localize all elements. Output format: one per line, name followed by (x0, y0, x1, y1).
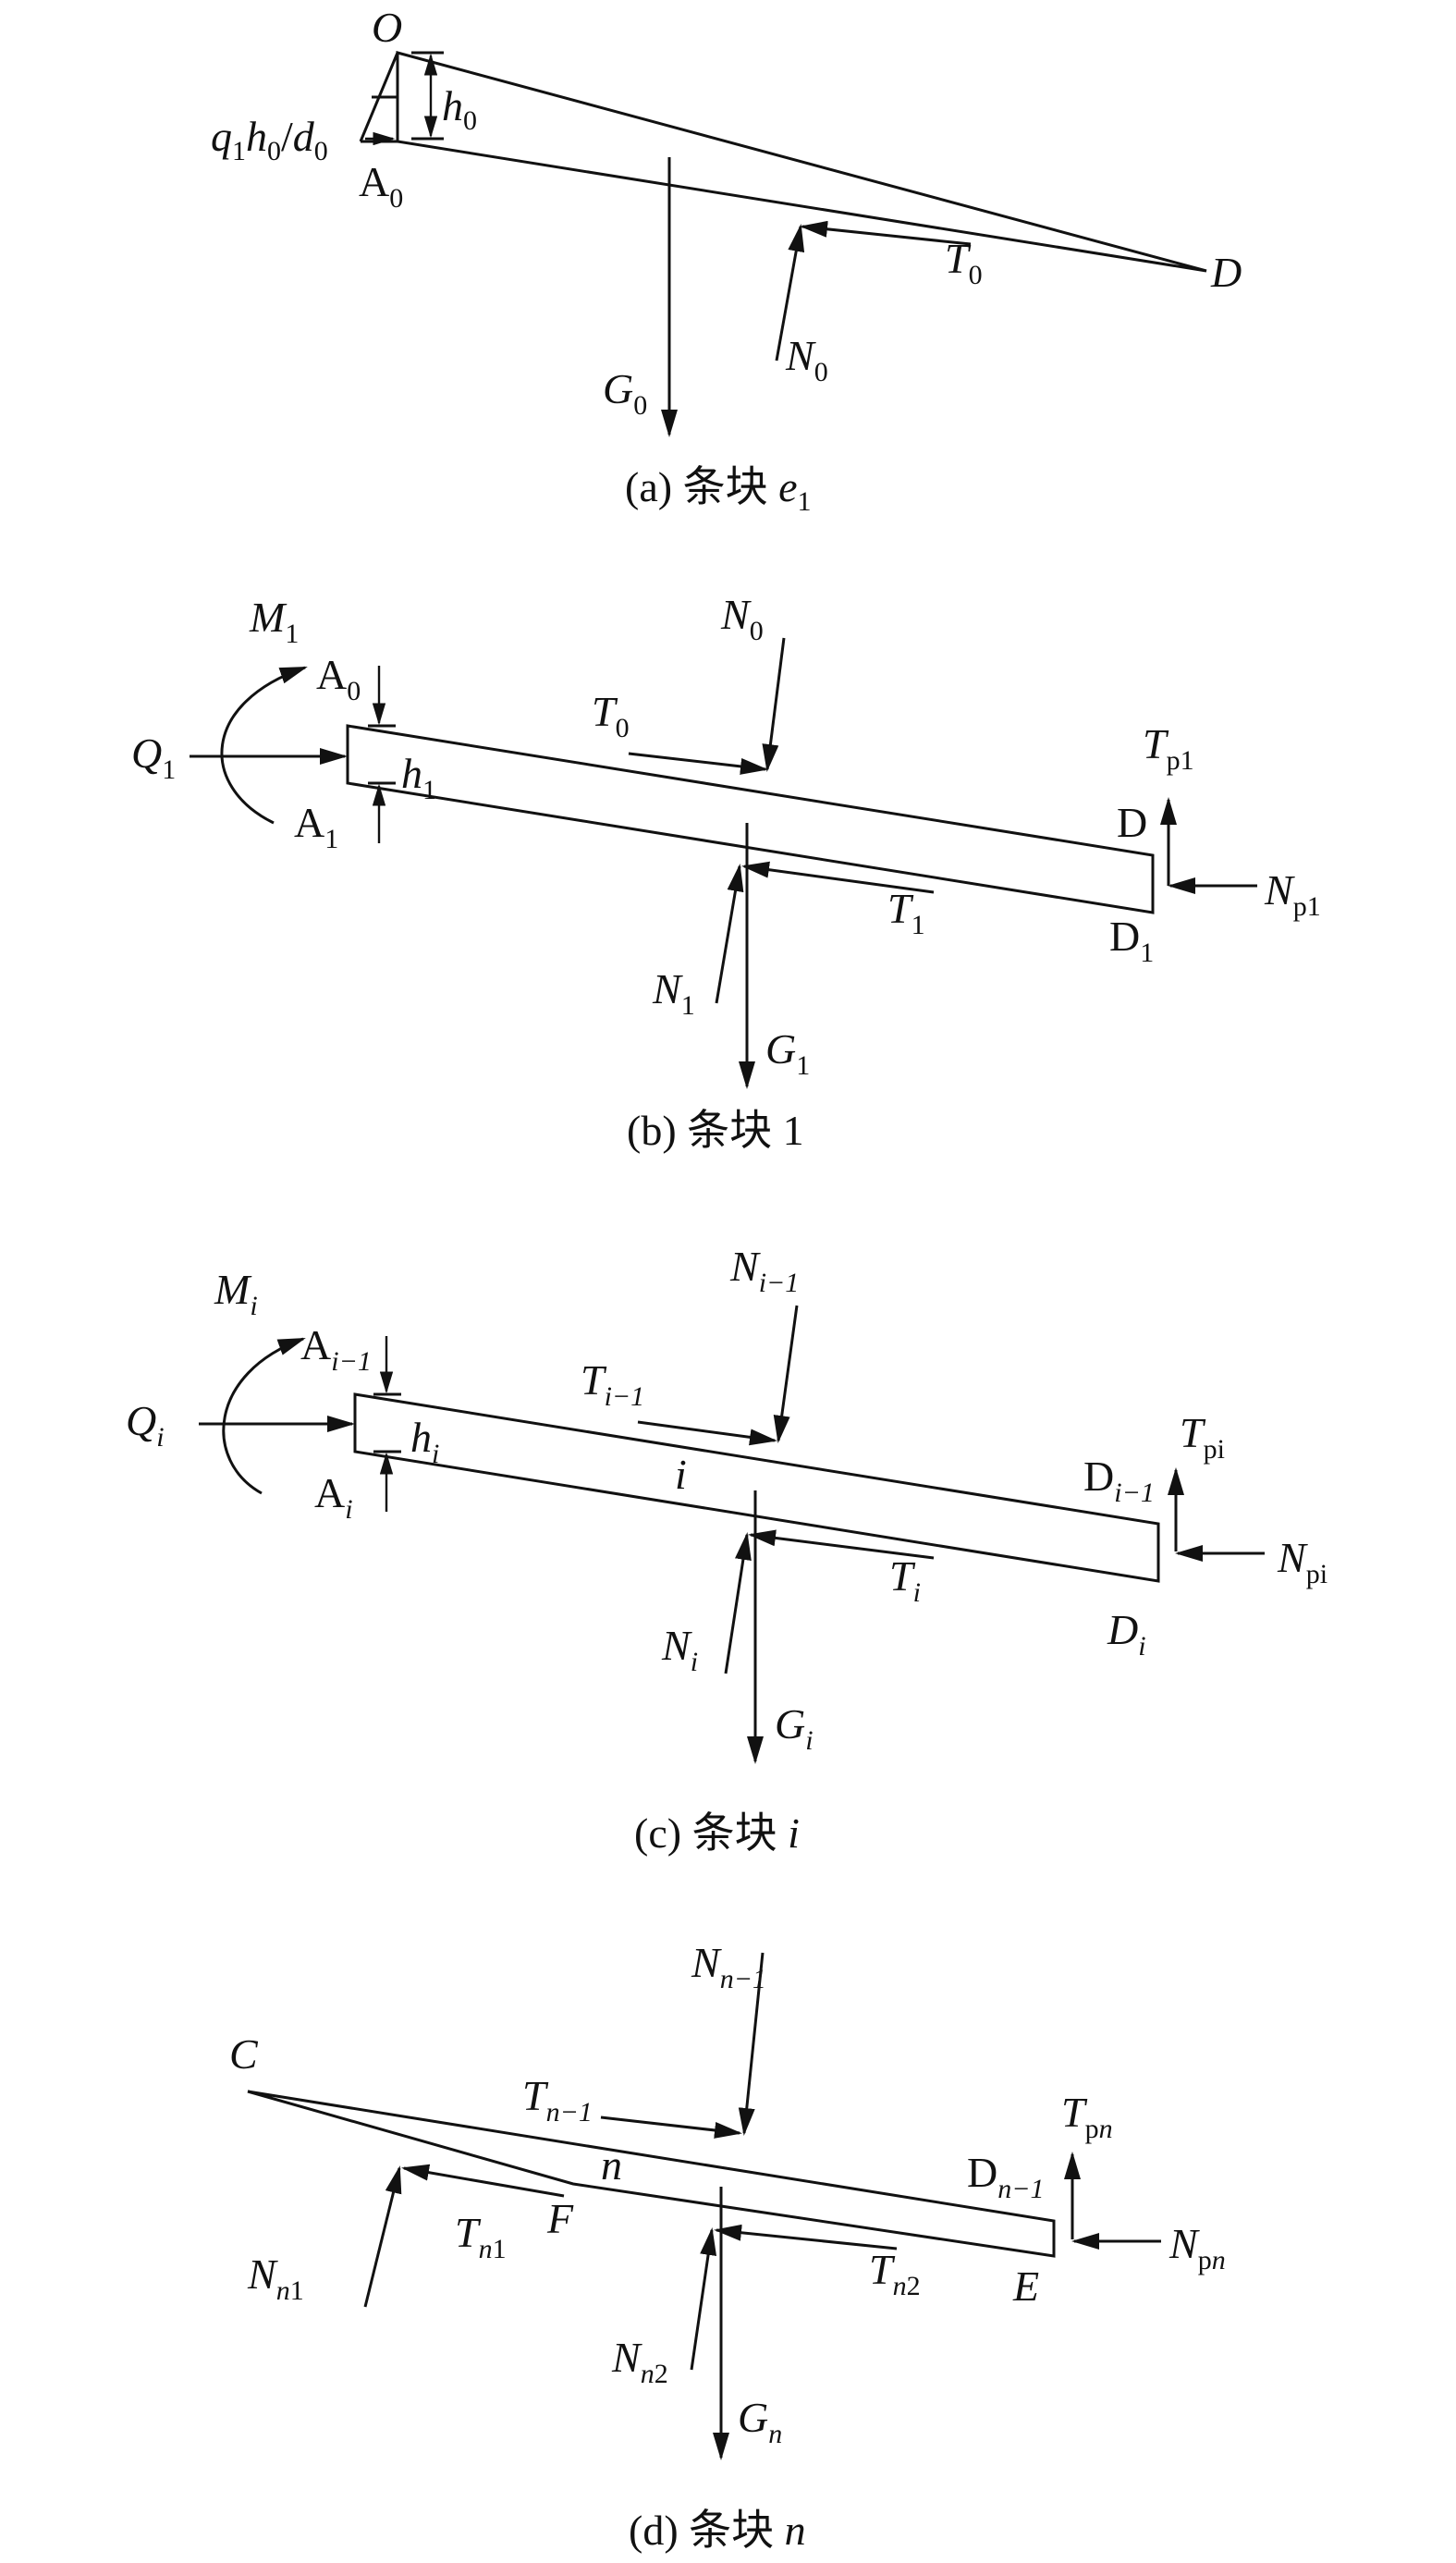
label-npi: Npi (1277, 1534, 1328, 1589)
n0-arrow-b (762, 637, 786, 772)
label-q1: Q1 (131, 730, 176, 785)
label-n0: N0 (785, 332, 828, 387)
nn1-top-arrow (738, 1952, 765, 2136)
caption-c: (c) 条块 i (634, 1809, 800, 1857)
label-tpi: Tpi (1180, 1409, 1225, 1465)
label-a1: A1 (294, 799, 338, 854)
label-a0: A0 (316, 651, 361, 706)
label-o: O (372, 4, 402, 51)
caption-a: (a) 条块 e1 (625, 463, 811, 517)
label-mi: Mi (214, 1266, 258, 1321)
label-c: C (229, 2030, 259, 2078)
t1-arrow (741, 861, 935, 894)
label-tn1: Tn1 (455, 2209, 507, 2264)
label-di: Di (1107, 1606, 1146, 1662)
label-f: F (546, 2195, 574, 2242)
panel-a: O h0 q1h0/d0 A0 T0 D N0 G0 (a) 条块 e1 (211, 4, 1242, 517)
t0-arrow (800, 220, 972, 246)
panel-b: M1 N0 A0 T0 Q1 h1 A1 Tp1 D Np1 T1 D1 N1 … (131, 591, 1321, 1154)
label-nn1: Nn1 (247, 2250, 304, 2306)
label-q1h0-d0: q1h0/d0 (211, 113, 328, 166)
slice-i-outline (353, 1392, 1160, 1583)
label-ai1: Ai−1 (300, 1321, 372, 1377)
slice-1-outline (346, 724, 1155, 914)
label-hi: hi (410, 1414, 439, 1469)
label-n1: N1 (652, 965, 695, 1021)
nn2-arrow (690, 2227, 717, 2371)
label-ni1: Ni−1 (729, 1243, 799, 1298)
ni-arrow (724, 1532, 752, 1674)
label-nn1-top: Nn−1 (691, 1939, 766, 1994)
label-n: n (601, 2141, 622, 2189)
label-h0: h0 (442, 82, 477, 136)
n1-arrow (715, 864, 744, 1004)
label-h1: h1 (401, 750, 436, 805)
label-nn2: Nn2 (611, 2334, 668, 2389)
nn1-arrow (363, 2165, 402, 2308)
label-t0: T0 (592, 688, 630, 743)
label-ti: Ti (889, 1552, 921, 1608)
label-t0: T0 (945, 235, 983, 290)
label-i: i (675, 1451, 687, 1498)
label-g1: G1 (765, 1025, 810, 1081)
label-np1: Np1 (1264, 866, 1321, 922)
label-ai: Ai (314, 1469, 353, 1525)
label-ni: Ni (661, 1622, 698, 1677)
label-tpn: Tpn (1061, 2089, 1113, 2144)
label-e: E (1012, 2263, 1039, 2310)
label-n0: N0 (720, 591, 764, 646)
ti-arrow (748, 1529, 935, 1560)
label-a0: A0 (359, 158, 403, 214)
label-t1: T1 (887, 885, 925, 940)
tn2-arrow (714, 2224, 898, 2250)
label-tn1-top: Tn−1 (522, 2072, 593, 2128)
label-tp1: Tp1 (1143, 720, 1194, 776)
label-m1: M1 (249, 594, 299, 649)
wedge-e1-outline (396, 51, 1207, 273)
n0-arrow (775, 224, 805, 362)
slice-n-outline (247, 2090, 1056, 2258)
tn1-top-arrow (600, 2115, 742, 2139)
label-di1: Di−1 (1083, 1453, 1155, 1508)
caption-b: (b) 条块 1 (627, 1107, 804, 1154)
label-npn: Npn (1168, 2220, 1226, 2275)
label-gn: Gn (738, 2394, 782, 2449)
ti1-arrow (637, 1420, 777, 1446)
label-qi: Qi (126, 1397, 165, 1453)
label-gi: Gi (775, 1700, 814, 1756)
ni1-arrow (773, 1305, 799, 1443)
label-g0: G0 (603, 365, 647, 421)
label-d1: D1 (1109, 913, 1154, 968)
tn1-arrow (401, 2164, 565, 2198)
label-ti1: Ti−1 (581, 1356, 644, 1412)
panel-c: Mi Ni−1 Ai−1 Ti−1 Qi hi Ai i Di−1 Tpi Np… (126, 1243, 1328, 1857)
label-d: D (1117, 799, 1147, 846)
label-d: D (1210, 249, 1242, 296)
m1-moment-arrow (220, 666, 308, 825)
caption-d: (d) 条块 n (629, 2507, 806, 2554)
t0-arrow-b (628, 752, 768, 775)
mi-moment-arrow (222, 1337, 306, 1495)
label-tn2: Tn2 (869, 2246, 921, 2301)
label-dn1: Dn−1 (967, 2149, 1044, 2204)
panel-d: Nn−1 C Tn−1 Tpn n Dn−1 Tn1 F Nn1 Npn Tn2… (229, 1939, 1226, 2554)
